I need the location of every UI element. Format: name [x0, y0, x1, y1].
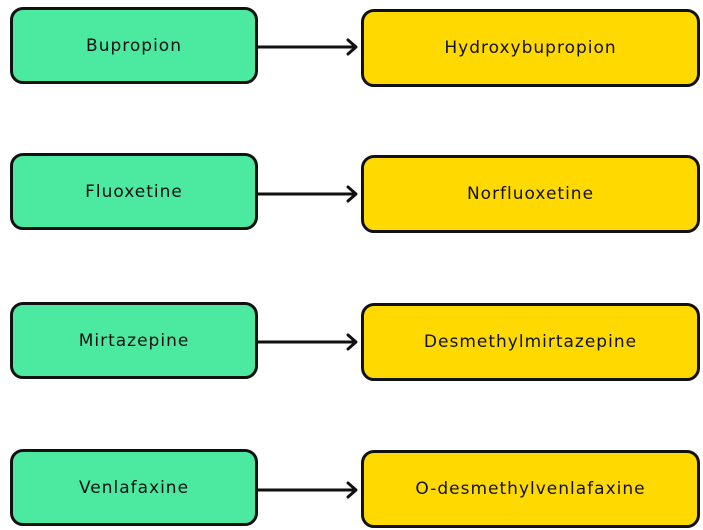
drug-label: Bupropion — [86, 35, 182, 56]
metabolite-label: Desmethylmirtazepine — [423, 332, 638, 352]
drug-box-mirtazepine: Mirtazepine — [10, 302, 258, 379]
metabolite-box-hydroxybupropion: Hydroxybupropion — [361, 9, 700, 87]
arrow-connector — [257, 481, 358, 499]
metabolite-box-desmethylmirtazepine: Desmethylmirtazepine — [361, 303, 700, 381]
drug-label: Fluoxetine — [85, 181, 183, 202]
drug-label: Venlafaxine — [78, 477, 190, 498]
metabolite-label: Norfluoxetine — [466, 184, 595, 204]
drug-box-fluoxetine: Fluoxetine — [10, 153, 258, 230]
arrow-connector — [257, 38, 358, 56]
arrow-connector — [257, 185, 358, 203]
drug-box-venlafaxine: Venlafaxine — [10, 449, 258, 526]
metabolite-label: O-desmethylvenlafaxine — [415, 479, 646, 499]
metabolite-box-norfluoxetine: Norfluoxetine — [361, 155, 700, 233]
arrow-connector — [257, 333, 358, 351]
metabolite-box-o-desmethylvenlafaxine: O-desmethylvenlafaxine — [361, 450, 700, 528]
drug-box-bupropion: Bupropion — [10, 7, 258, 84]
drug-label: Mirtazepine — [78, 330, 190, 351]
metabolite-label: Hydroxybupropion — [444, 38, 617, 58]
